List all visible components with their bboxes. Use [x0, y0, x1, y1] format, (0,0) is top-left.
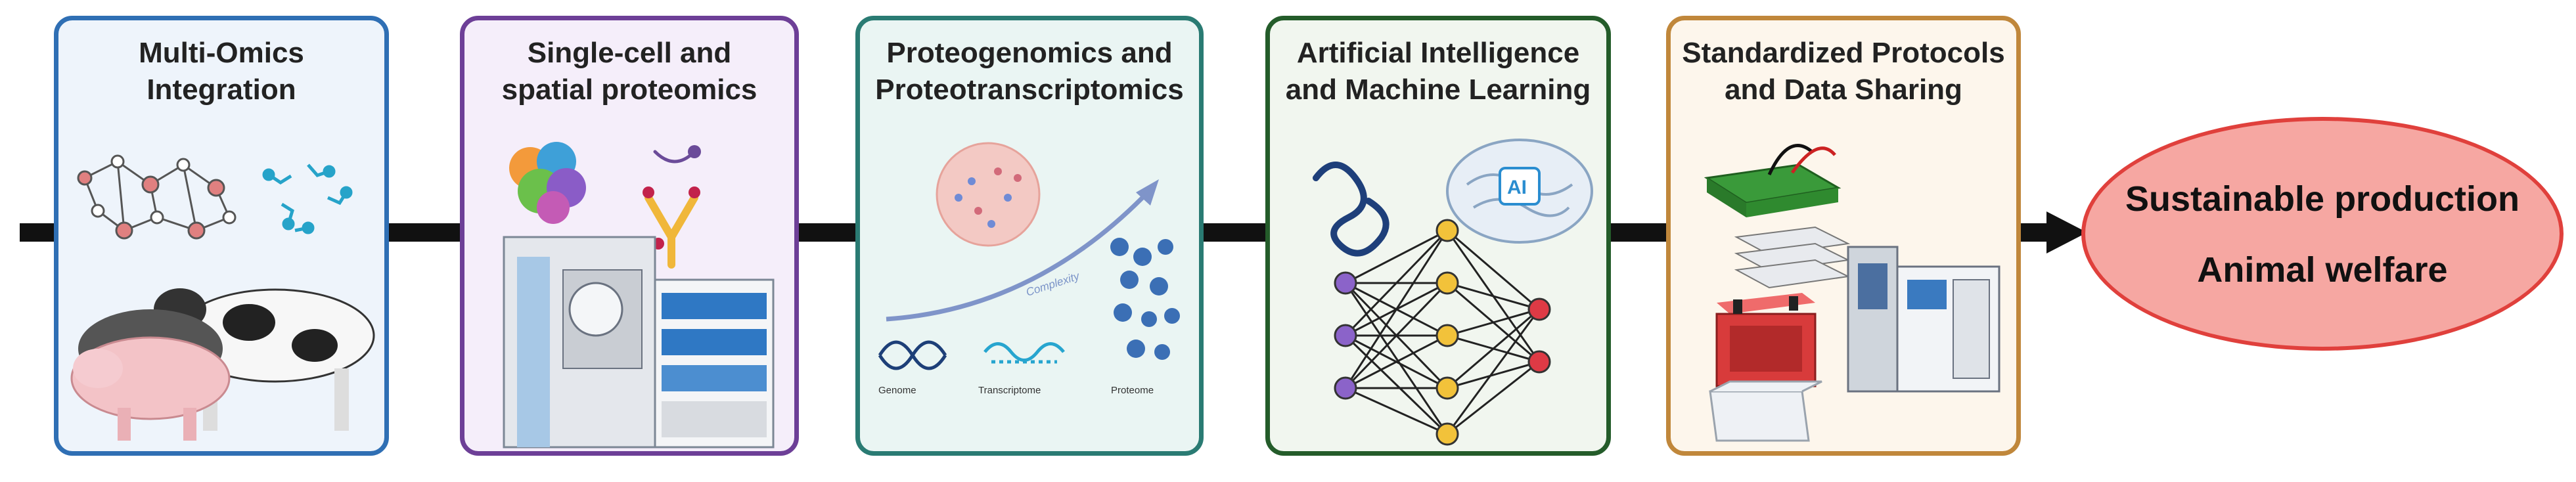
- panel-title-line: Artificial Intelligence: [1296, 37, 1580, 69]
- panel-title: Multi-Omics Integration: [58, 35, 384, 108]
- panel-title-line: Proteotranscriptomics: [875, 74, 1184, 106]
- panel-title: Proteogenomics and Proteotranscriptomics: [860, 35, 1199, 108]
- outcome-line: Animal welfare: [2197, 250, 2448, 290]
- panel-title-line: Proteogenomics and: [886, 37, 1173, 69]
- network-graph-icon: [77, 154, 237, 240]
- mass-spectrometer-icon: [503, 236, 775, 449]
- panel-illustration: [503, 142, 775, 449]
- antibody-icon: [643, 145, 701, 269]
- livestock-icon: [70, 288, 375, 441]
- complexity-arrowhead: [1136, 179, 1159, 206]
- complexity-arrow: [886, 196, 1144, 322]
- container-icon: [1709, 380, 1822, 442]
- neural-network-icon: [1334, 219, 1551, 446]
- panel-single-cell: Single-cell and spatial proteomics: [460, 16, 799, 456]
- complexity-label: Complexity: [1024, 269, 1081, 299]
- dna-icon: [878, 340, 947, 370]
- panel-standardized-protocols: Standardized Protocols and Data Sharing: [1666, 16, 2021, 456]
- panel-title-line: Multi-Omics: [139, 37, 304, 69]
- panel-illustration: [70, 154, 375, 441]
- flow-arrow-head: [2046, 211, 2087, 253]
- panel-title: Standardized Protocols and Data Sharing: [1671, 35, 2016, 108]
- gel-stack-icon: [1734, 226, 1851, 289]
- panel-proteogenomics: Proteogenomics and Proteotranscriptomics…: [855, 16, 1204, 456]
- proteome-label: Proteome: [1111, 385, 1154, 396]
- panel-title-line: Integration: [147, 74, 296, 106]
- panel-title-line: Single-cell and: [527, 37, 732, 69]
- panel-title-line: Standardized Protocols: [1682, 37, 2005, 69]
- panel-multi-omics: Multi-Omics Integration: [54, 16, 389, 456]
- panel-illustration: [1704, 144, 2000, 442]
- outcome-ellipse: Sustainable production Animal welfare: [2081, 117, 2564, 351]
- panel-title: Single-cell and spatial proteomics: [464, 35, 794, 108]
- protein-icon: [1110, 238, 1180, 360]
- brain-icon: AI: [1446, 139, 1593, 244]
- cell-icon: [936, 142, 1041, 247]
- protein-fold-icon: [1313, 162, 1390, 257]
- transcriptome-label: Transcriptome: [978, 385, 1041, 396]
- electrophoresis-tank-icon: [1715, 293, 1817, 387]
- panel-illustration: Complexity Genome Transcriptome Proteome: [878, 142, 1180, 396]
- microplate-icon: [1704, 144, 1842, 217]
- outcome-line: Sustainable production: [2125, 179, 2520, 219]
- panel-ai-ml: Artificial Intelligence and Machine Lear…: [1265, 16, 1611, 456]
- cell-cluster-icon: [509, 142, 586, 224]
- mass-spectrometer-icon: [1847, 246, 2000, 393]
- molecule-icon: [262, 164, 353, 234]
- ai-badge: AI: [1507, 177, 1527, 198]
- rna-icon: [983, 342, 1065, 364]
- panel-title-line: spatial proteomics: [501, 74, 757, 106]
- panel-illustration: AI: [1313, 139, 1593, 446]
- panel-title: Artificial Intelligence and Machine Lear…: [1270, 35, 1606, 108]
- genome-label: Genome: [878, 385, 916, 396]
- panel-title-line: and Data Sharing: [1725, 74, 1962, 106]
- panel-title-line: and Machine Learning: [1285, 74, 1591, 106]
